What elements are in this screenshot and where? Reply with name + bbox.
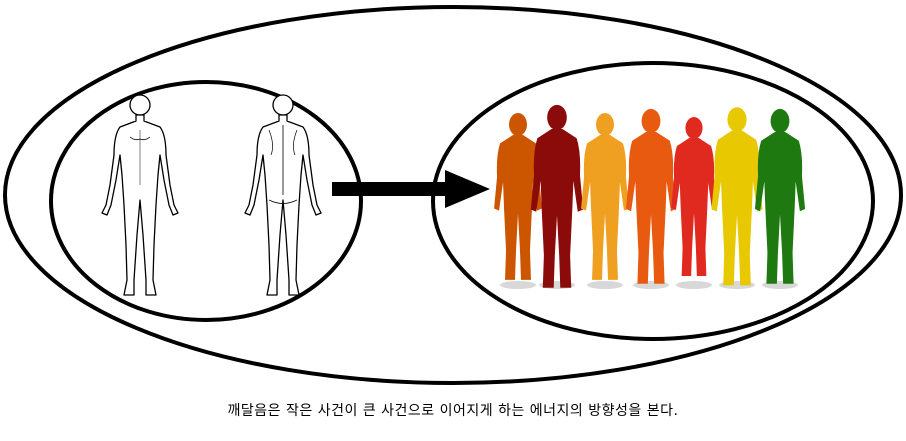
person-silhouette-icon	[671, 117, 717, 276]
crowd-ellipse	[431, 61, 875, 341]
individual-group	[101, 94, 322, 296]
caption-text: 깨달음은 작은 사건이 큰 사건으로 이어지게 하는 에너지의 방향성을 본다.	[227, 403, 679, 419]
person-silhouette-icon	[754, 108, 806, 284]
person-silhouette-icon	[625, 108, 677, 284]
human-body-front-outline-icon	[101, 94, 179, 296]
human-body-back-outline-icon	[244, 94, 322, 296]
outer-ellipse	[3, 5, 903, 385]
individual-ellipse	[49, 80, 363, 322]
person-shadow	[676, 281, 712, 289]
person-silhouette-icon	[711, 107, 763, 286]
crowd-group	[494, 104, 806, 289]
arrow-right-icon	[332, 170, 490, 208]
person-shadow	[587, 281, 623, 289]
person-shadow	[500, 281, 536, 289]
person-silhouette-icon	[581, 112, 629, 280]
